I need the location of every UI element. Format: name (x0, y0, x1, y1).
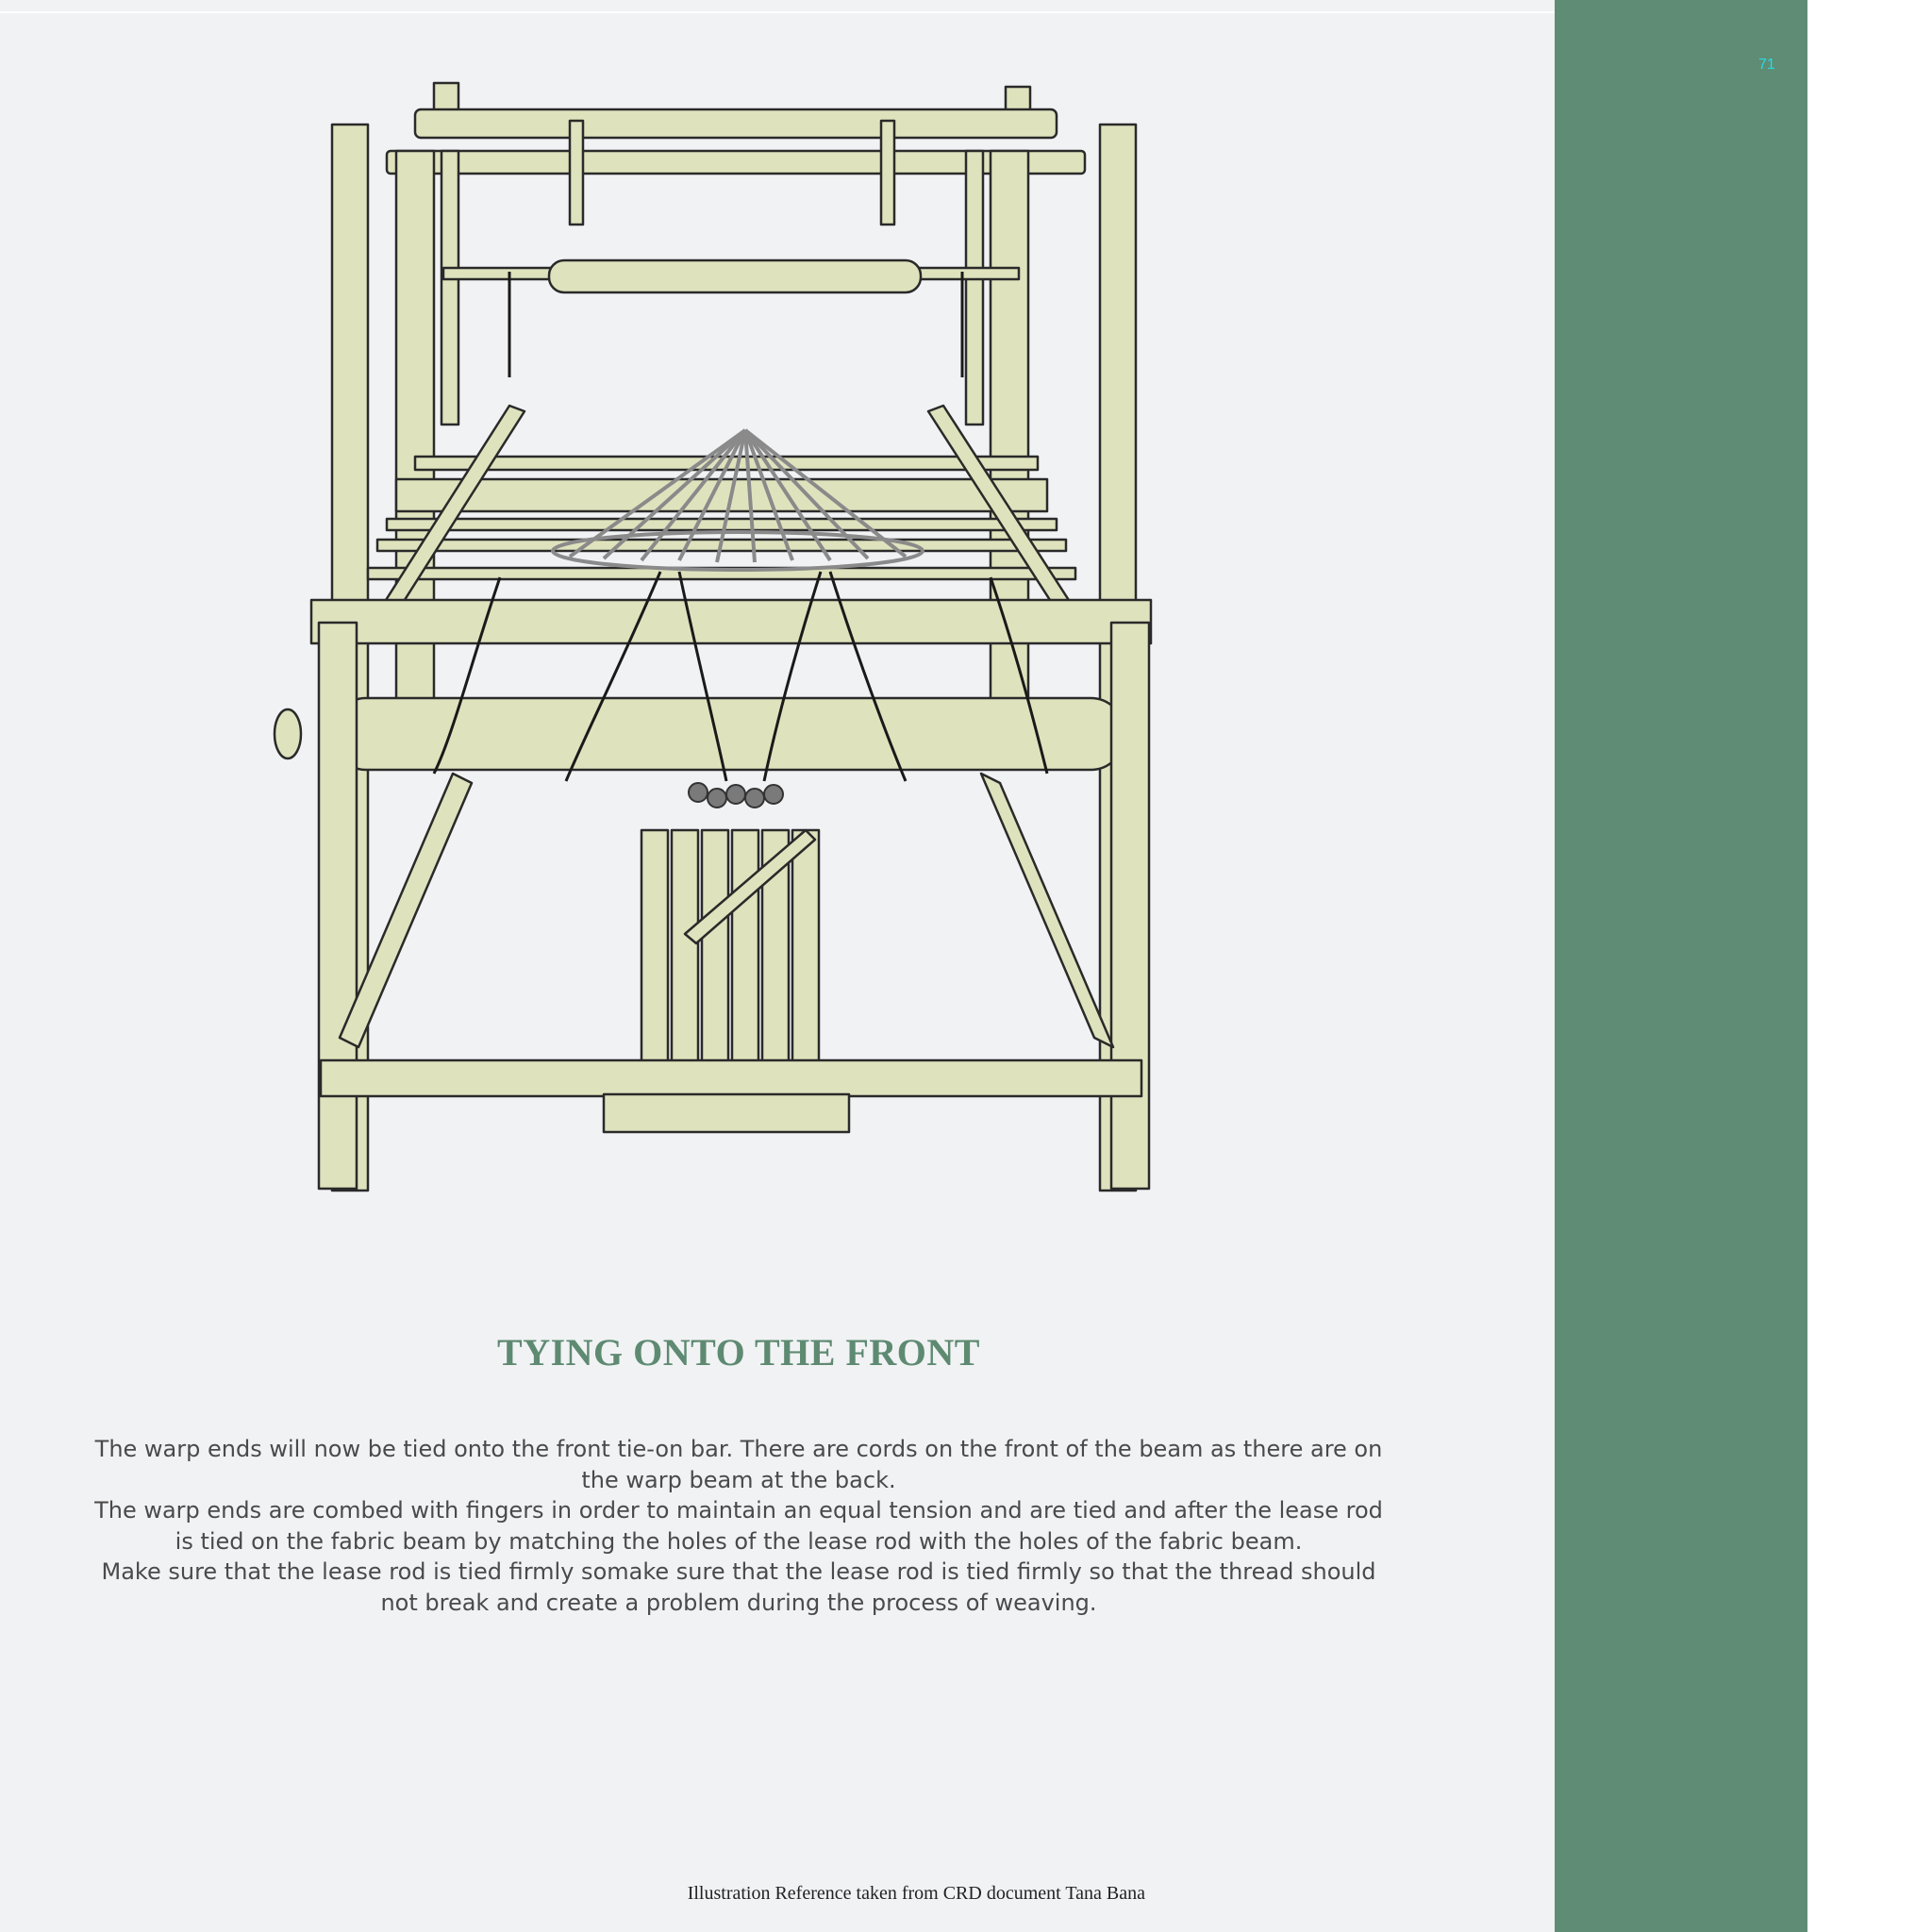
treadle-footing (602, 1092, 851, 1134)
top-left-knob (432, 81, 460, 113)
document-page: TYING ONTO THE FRONT The warp ends will … (0, 0, 1555, 1932)
top-beam (413, 108, 1058, 140)
top-rule (0, 11, 1555, 13)
left-front-leg (317, 621, 358, 1191)
paragraph-2: The warp ends are combed with fingers in… (94, 1497, 1383, 1555)
page-title: TYING ONTO THE FRONT (497, 1331, 980, 1374)
paragraph-1: The warp ends will now be tied onto the … (94, 1436, 1383, 1493)
treadle-lever (683, 828, 817, 945)
breast-beam (309, 598, 1153, 645)
paragraph-3: Make sure that the lease rod is tied fir… (101, 1558, 1376, 1616)
body-text: The warp ends will now be tied onto the … (94, 1434, 1383, 1618)
loom-illustration (273, 81, 1153, 1192)
treadle-4 (730, 828, 760, 1068)
rolled-heddle-bundle (547, 258, 923, 294)
warp-fan (551, 428, 924, 572)
left-inner-post (394, 149, 436, 757)
right-front-leg (1109, 621, 1151, 1191)
right-batten-arm (964, 149, 985, 426)
left-hook (568, 119, 585, 226)
base-rail (319, 1058, 1143, 1098)
page-number: 71 (1758, 57, 1775, 73)
side-band (1555, 0, 1807, 1932)
top-crossbar (385, 149, 1087, 175)
treadle-1 (640, 828, 670, 1068)
illustration-credit: Illustration Reference taken from CRD do… (687, 1883, 1145, 1904)
treadle-2 (670, 828, 700, 1068)
right-brace (979, 772, 1115, 1049)
right-inner-post (989, 149, 1030, 757)
slat-2 (385, 517, 1058, 532)
treadle-6 (791, 828, 821, 1068)
tie-on-knots (688, 782, 784, 808)
left-batten-arm (440, 149, 460, 426)
right-hook (879, 119, 896, 226)
warp-cords (432, 272, 1049, 782)
reed-panel (394, 477, 1049, 513)
left-brace (338, 772, 474, 1049)
beam-crank (273, 708, 303, 760)
treadle-3 (700, 828, 730, 1068)
